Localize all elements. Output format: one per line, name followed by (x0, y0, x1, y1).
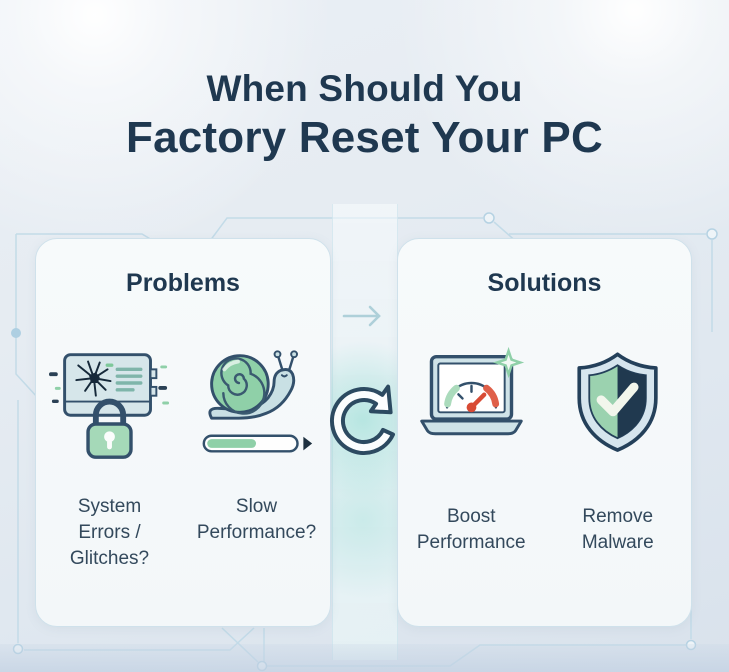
problems-items: System Errors / Glitches? (36, 340, 330, 573)
problem-label-system-errors: System Errors / Glitches? (69, 496, 150, 570)
problems-panel: Problems (35, 238, 331, 627)
speedometer-laptop-icon (410, 340, 532, 468)
right-arrow-icon (342, 305, 381, 327)
title-line-1: When Should You (206, 68, 523, 109)
bottom-band-decoration (0, 644, 729, 672)
factory-reset-refresh-icon (329, 384, 395, 455)
solution-label-boost-performance: Boost Performance (416, 506, 526, 554)
solution-item-remove-malware: Remove Malware (545, 340, 692, 556)
circuit-node (11, 328, 21, 338)
solutions-panel: Solutions (397, 238, 692, 627)
solutions-heading: Solutions (487, 269, 602, 297)
solution-item-boost-performance: Boost Performance (398, 340, 545, 556)
problem-item-slow-performance: Slow Performance? (183, 340, 330, 573)
solution-label-remove-malware: Remove Malware (581, 506, 654, 554)
problems-heading: Problems (126, 269, 240, 297)
circuit-node (706, 228, 718, 240)
problem-label-slow-performance: Slow Performance? (196, 496, 317, 544)
snail-progress-icon (196, 340, 318, 468)
solutions-items: Boost Performance Remove Malware (398, 340, 691, 556)
circuit-node (483, 212, 495, 224)
shield-check-icon (561, 340, 675, 468)
cracked-screen-lock-icon (48, 340, 171, 468)
title-line-2: Factory Reset Your PC (126, 113, 603, 163)
problem-item-system-errors: System Errors / Glitches? (36, 340, 183, 573)
page-title: When Should You Factory Reset Your PC (0, 66, 729, 165)
